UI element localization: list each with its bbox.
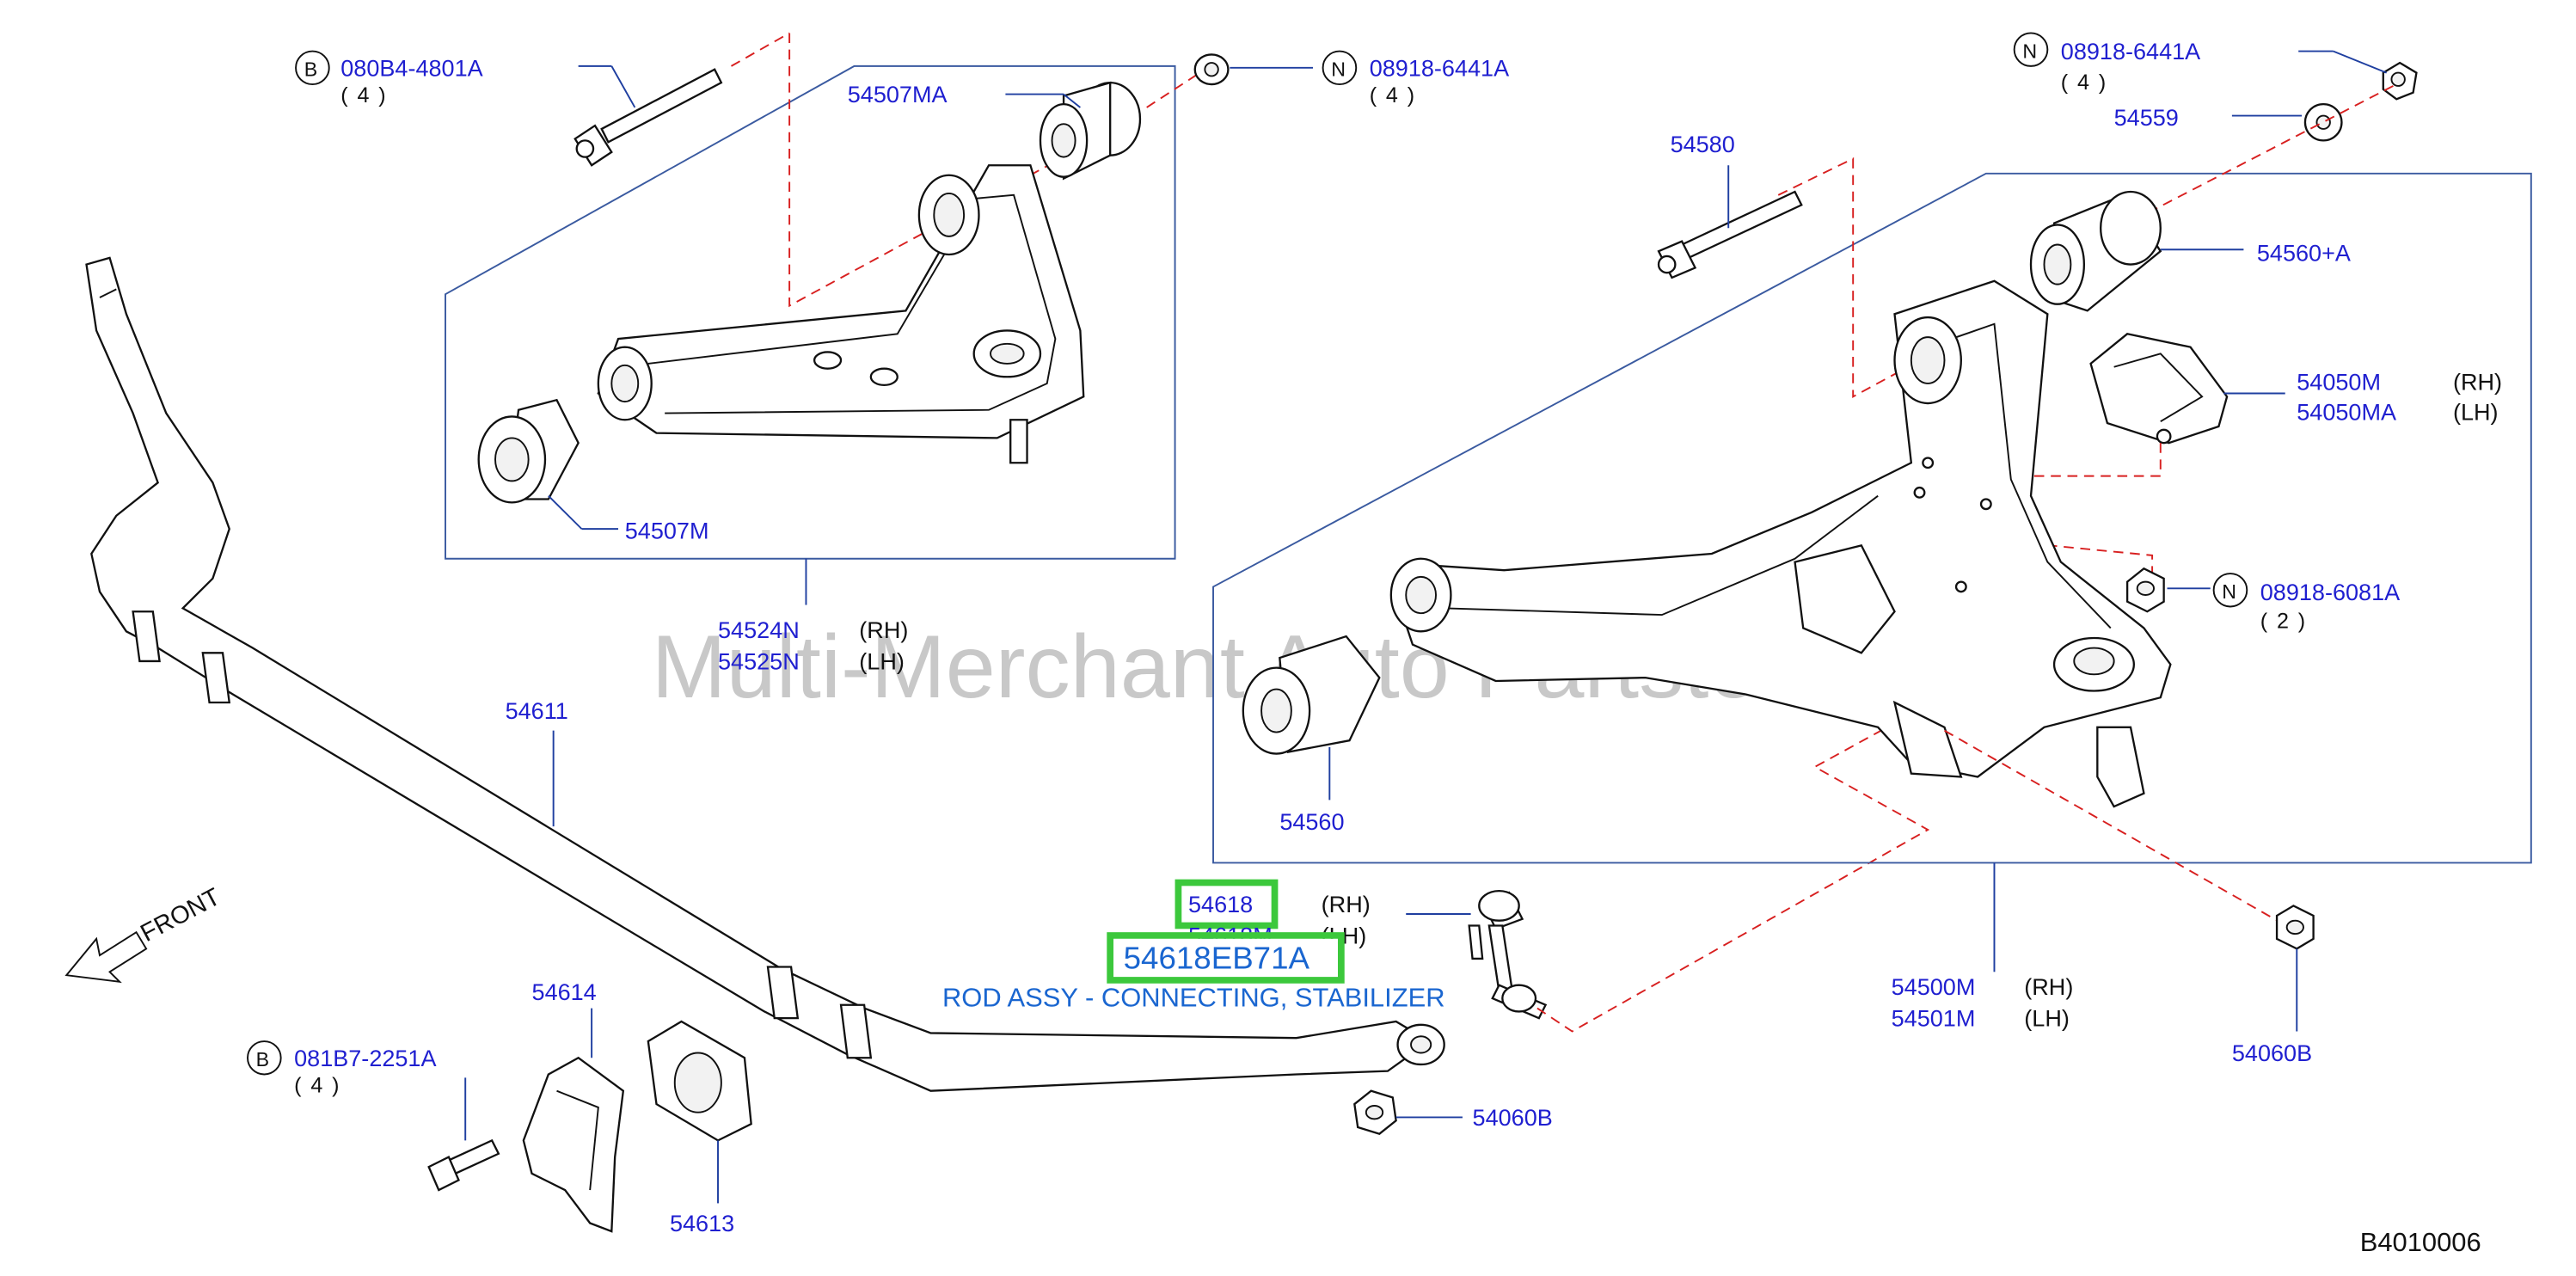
bushing-54507m-icon	[477, 398, 580, 504]
label-54618[interactable]: 54618	[1188, 892, 1253, 917]
label-081b7-2251a[interactable]: 081B7-2251A	[294, 1046, 436, 1071]
label-54525n[interactable]: 54525N	[718, 649, 800, 675]
label-54614[interactable]: 54614	[532, 979, 597, 1005]
label-08918-6441a-right[interactable]: 08918-6441A	[2061, 39, 2200, 64]
lower-nut-dashed-path	[1944, 729, 2281, 923]
lower-arm-group-box	[1212, 172, 2532, 864]
side-54524n: (RH)	[859, 617, 908, 643]
callout-circle-n-top	[1322, 50, 1358, 85]
nut-54060b-mid-icon	[1353, 1089, 1397, 1135]
label-54050m[interactable]: 54050M	[2297, 370, 2381, 396]
leader-54507m	[548, 495, 583, 530]
label-54560[interactable]: 54560	[1279, 809, 1344, 835]
leader-54507ma-b	[1063, 93, 1081, 108]
diagram-code: B4010006	[2360, 1227, 2481, 1257]
flange-nut-right-icon	[2382, 61, 2418, 101]
label-54060b-right[interactable]: 54060B	[2232, 1040, 2312, 1066]
label-54613[interactable]: 54613	[670, 1211, 734, 1236]
bracket-54614-icon	[522, 1056, 625, 1233]
bushing-54613-icon	[647, 1020, 752, 1142]
bolt-081b7-icon	[427, 1138, 500, 1192]
front-direction-arrow-icon	[64, 930, 148, 984]
qty-081b7: ( 4 )	[294, 1074, 340, 1098]
callout-b-top-text: B	[304, 58, 317, 80]
side-54500m: (RH)	[2024, 974, 2073, 1000]
qty-08918-top: ( 4 )	[1370, 83, 1416, 107]
lower-control-arm-icon	[1389, 279, 2172, 808]
connecting-rod-54618-icon	[1468, 889, 1548, 1020]
label-54559[interactable]: 54559	[2114, 105, 2179, 131]
flange-nut-top-icon	[1193, 53, 1230, 86]
highlight-bg-54618eb71a	[1113, 938, 1338, 978]
bushing-54560a-icon	[2029, 190, 2162, 312]
callout-circle-n-right	[2013, 32, 2049, 67]
label-54524n[interactable]: 54524N	[718, 617, 800, 643]
label-08918-6441a-top[interactable]: 08918-6441A	[1370, 55, 1509, 81]
washer-54559-icon	[2303, 102, 2343, 142]
bump-stopper-54050m-icon	[2089, 333, 2229, 445]
highlight-box-54618eb71a	[1107, 932, 1345, 984]
side-54618: (RH)	[1322, 892, 1371, 917]
qty-08918-right: ( 4 )	[2061, 71, 2107, 95]
bushing-54560-icon	[1242, 635, 1381, 755]
leader-080b4-b	[610, 65, 636, 108]
side-54525n: (LH)	[859, 649, 905, 675]
callout-circle-n-lower	[2212, 573, 2248, 608]
label-54501m[interactable]: 54501M	[1892, 1006, 1976, 1032]
callout-n-top-text: N	[1331, 58, 1346, 80]
label-54618eb71a[interactable]: 54618EB71A	[1124, 941, 1310, 976]
side-54501m: (LH)	[2024, 1006, 2070, 1032]
qty-080b4: ( 4 )	[340, 83, 387, 107]
upper-arm-dashed-path-3	[1146, 68, 1205, 108]
label-54060b-mid[interactable]: 54060B	[1473, 1105, 1553, 1131]
upper-arm-group-box	[445, 64, 1176, 560]
label-54507ma[interactable]: 54507MA	[848, 82, 948, 107]
side-54050ma: (LH)	[2453, 399, 2499, 425]
callout-n-lower-text: N	[2222, 580, 2236, 603]
label-54500m[interactable]: 54500M	[1892, 974, 1976, 1000]
label-54507m[interactable]: 54507M	[625, 518, 709, 544]
bolt-080b4-icon	[573, 68, 723, 167]
qty-08918-6081a: ( 2 )	[2260, 610, 2307, 634]
front-label: FRONT	[136, 883, 224, 948]
bushing-54507ma-icon	[1039, 81, 1142, 181]
callout-b-bottom-text: B	[256, 1048, 269, 1070]
label-54560a[interactable]: 54560+A	[2257, 241, 2351, 267]
highlight-box-54618	[1175, 879, 1279, 929]
label-54611[interactable]: 54611	[506, 698, 568, 724]
label-08918-6081a[interactable]: 08918-6081A	[2260, 580, 2400, 605]
rod-assy-description: ROD ASSY - CONNECTING, STABILIZER	[942, 983, 1445, 1013]
nut-54060b-right-icon	[2275, 905, 2315, 950]
label-54050ma[interactable]: 54050MA	[2297, 399, 2396, 425]
stabilizer-bar-icon	[85, 256, 1445, 1092]
upper-control-arm-icon	[597, 164, 1085, 464]
label-54580[interactable]: 54580	[1671, 132, 1735, 157]
label-080b4-4801a[interactable]: 080B4-4801A	[340, 55, 482, 81]
lower-arm-dashed-top	[2143, 85, 2394, 216]
leader-08918-r-b	[2333, 50, 2388, 74]
callout-circle-b-bottom	[247, 1040, 282, 1076]
bolt-54580-icon	[1657, 190, 1803, 279]
upper-arm-dashed-path-2	[730, 32, 790, 67]
rod-dashed-path	[1536, 713, 1930, 1033]
callout-circle-b-top	[295, 50, 330, 85]
lower-arm-dashed-left	[1777, 156, 1909, 398]
side-54050m: (RH)	[2453, 370, 2502, 396]
callout-n-right-text: N	[2022, 40, 2037, 62]
nut-08918-6081a-icon	[2125, 567, 2165, 613]
